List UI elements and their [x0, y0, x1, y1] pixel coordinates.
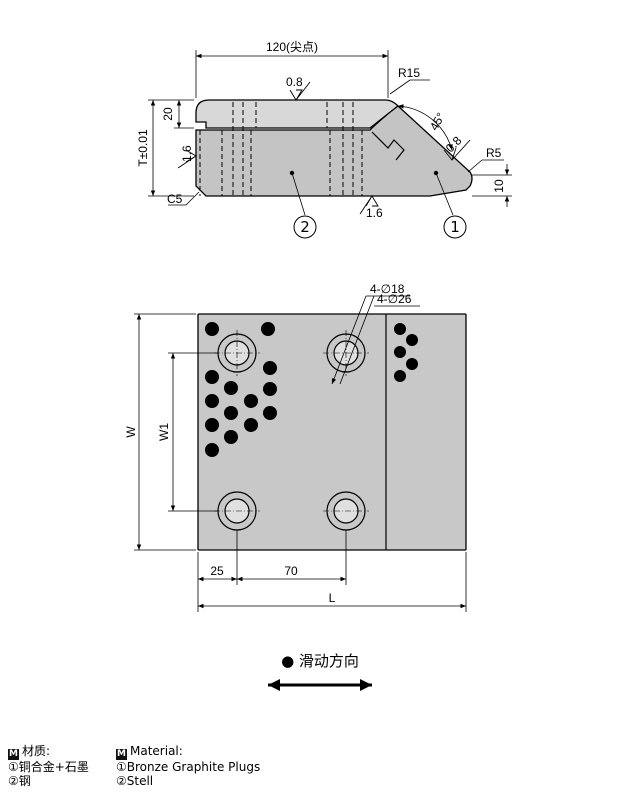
- balloon-part-1-label: 1: [450, 218, 460, 236]
- dim-width-w: W: [124, 426, 138, 438]
- side-slope-notch: [371, 131, 405, 161]
- finish-symbol-bottom: [359, 195, 379, 215]
- holes-4-d18: 4-∅18: [370, 282, 405, 296]
- angle-45: 45°: [427, 110, 448, 133]
- dim-length-120: 120(尖点): [266, 40, 318, 54]
- legend-text: ● 滑动方向: [281, 652, 359, 670]
- finish-bottom-label: 1.6: [366, 206, 383, 220]
- dim-pitch-w1: W1: [157, 423, 171, 441]
- top-view: 4-∅18 4-∅26 W W1 25 70 L: [124, 282, 467, 612]
- chamfer-c5: C5: [167, 192, 183, 206]
- sliding-direction-legend: ● 滑动方向: [268, 652, 372, 691]
- dim-length-l: L: [329, 591, 336, 605]
- material-item-en-1: ①Bronze Graphite Plugs: [116, 760, 261, 774]
- balloon-part-2: [293, 215, 317, 239]
- side-view: 120(尖点) 0.8 R15 45° 0.8 R5 10 20 T±: [136, 40, 512, 239]
- dim-pitch-70: 70: [284, 564, 298, 578]
- graphite-plugs: [205, 322, 418, 457]
- material-title-en: Material:: [130, 744, 183, 758]
- material-title-cn: 材质:: [22, 744, 51, 758]
- side-upper-plate: [195, 99, 399, 129]
- dim-thickness-t: T±0.01: [136, 129, 150, 167]
- material-item-en-2: ②Stell: [116, 774, 154, 788]
- balloon-part-2-label: 2: [300, 218, 310, 236]
- radius-r5: R5: [486, 146, 502, 160]
- radius-r15: R15: [398, 66, 420, 80]
- balloon-part-1: [443, 215, 467, 239]
- material-item-cn-2: ②钢: [8, 774, 31, 788]
- holes-4-d26: 4-∅26: [377, 292, 412, 306]
- material-badge-cn: M: [8, 749, 19, 760]
- finish-left-label: 1.6: [180, 145, 194, 162]
- material-badge-en: M: [116, 749, 127, 760]
- side-hidden-lines: [199, 102, 363, 196]
- finish-symbol-slope: [443, 139, 471, 161]
- dim-offset-25: 25: [210, 564, 224, 578]
- dim-step-20: 20: [161, 107, 175, 121]
- finish-symbol-top: [289, 81, 311, 101]
- finish-top-label: 0.8: [286, 75, 303, 89]
- finish-symbol-left: [177, 149, 197, 169]
- material-item-cn-1: ①铜合金+石墨: [8, 760, 89, 774]
- dim-tip-height-10: 10: [492, 179, 506, 193]
